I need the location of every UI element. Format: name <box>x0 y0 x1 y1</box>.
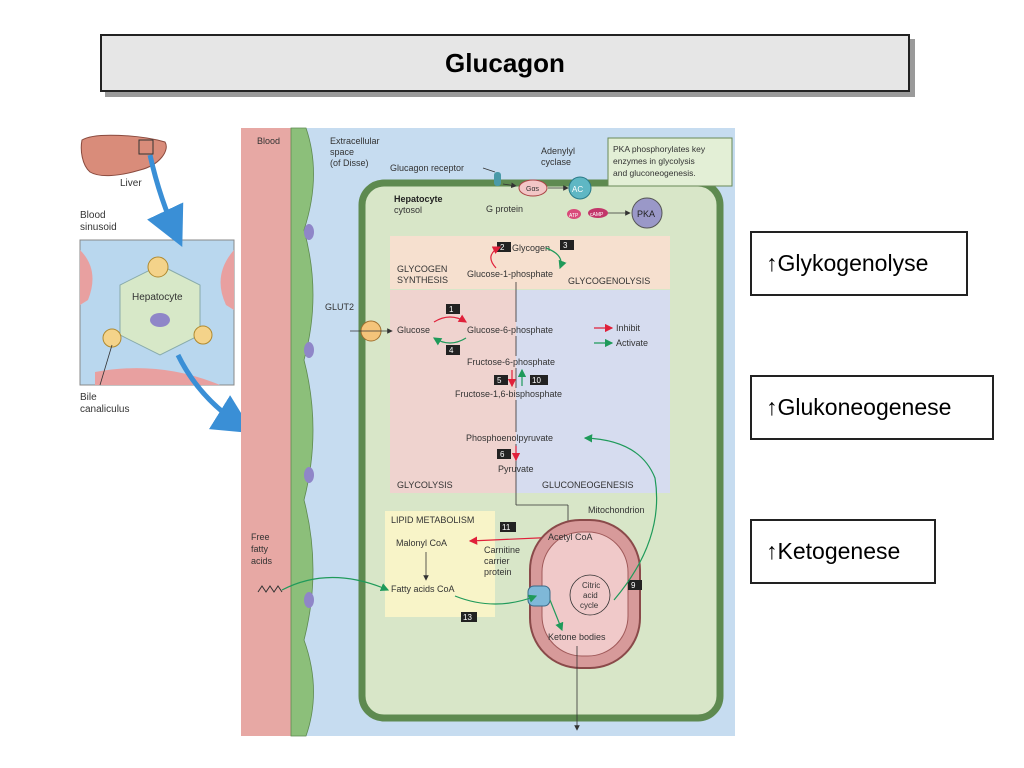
extracellular-label: Extracellular <box>330 136 380 146</box>
lipid-metabolism-label: LIPID METABOLISM <box>391 515 474 525</box>
protein-label: protein <box>484 567 512 577</box>
step-1: 1 <box>449 305 454 314</box>
pka-note-1: PKA phosphorylates key <box>613 144 706 154</box>
legend-activate: Activate <box>616 338 648 348</box>
fructose-16-bisphosphate-label: Fructose-1,6-bisphosphate <box>455 389 562 399</box>
glycogenolysis-label: GLYCOGENOLYSIS <box>568 276 650 286</box>
page-title: Glucagon <box>445 47 565 78</box>
step-13: 13 <box>463 613 472 622</box>
step-5: 5 <box>497 376 502 385</box>
ketone-bodies-label: Ketone bodies <box>548 632 606 642</box>
blood-label: Blood <box>257 136 280 146</box>
pka-note-2: enzymes in glycolysis <box>613 156 695 166</box>
step-3: 3 <box>563 241 568 250</box>
hepatocyte-label: Hepatocyte <box>394 194 443 204</box>
blood-sinusoid-label-2: sinusoid <box>80 222 117 233</box>
acids-label: acids <box>251 556 273 566</box>
main-diagram: Blood Extracellular space (of Disse) Hep… <box>241 127 735 737</box>
glycolysis-label: GLYCOLYSIS <box>397 480 453 490</box>
gluconeogenesis-label: GLUCONEOGENESIS <box>542 480 634 490</box>
step-6: 6 <box>500 450 505 459</box>
gs-label: Gαs <box>526 186 539 193</box>
pep-label: Phosphoenolpyruvate <box>466 433 553 443</box>
acid-label: acid <box>583 591 598 600</box>
glucose-1-phosphate-label: Glucose-1-phosphate <box>467 269 553 279</box>
effect-ketogenesis: ↑Ketogenese <box>750 519 936 584</box>
bile-label-2: canaliculus <box>80 404 129 415</box>
effect-label: ↑Glukoneogenese <box>766 394 952 420</box>
step-10: 10 <box>532 376 541 385</box>
glucose-6-phosphate-label: Glucose-6-phosphate <box>467 325 553 335</box>
fatty-label: fatty <box>251 544 269 554</box>
liver-inset: Liver Blood sinusoid Hepatocyte Bile can… <box>79 134 254 434</box>
acetyl-coa-label: Acetyl CoA <box>548 532 593 542</box>
malonyl-coa-label: Malonyl CoA <box>396 538 447 548</box>
glucagon-receptor-icon <box>494 172 501 186</box>
glucagon-receptor-label: Glucagon receptor <box>390 163 464 173</box>
carnitine-label: Carnitine <box>484 545 520 555</box>
liver-label: Liver <box>120 178 142 189</box>
step-2: 2 <box>500 243 505 252</box>
ac-label: AC <box>572 185 583 194</box>
cycle-label: cycle <box>580 601 599 610</box>
step-4: 4 <box>449 346 454 355</box>
zoom-arrow-2 <box>175 353 254 434</box>
atp-label: ATP <box>569 213 579 219</box>
carnitine-carrier-icon <box>527 585 551 607</box>
glycogen-synthesis-label-2: SYNTHESIS <box>397 275 448 285</box>
cyclase-label: cyclase <box>541 157 571 167</box>
cytosol-label: cytosol <box>394 205 422 215</box>
camp-label: cAMP <box>590 212 604 218</box>
fatty-acids-coa-label: Fatty acids CoA <box>391 584 455 594</box>
citric-label: Citric <box>582 581 600 590</box>
effect-gluconeogenesis: ↑Glukoneogenese <box>750 375 994 440</box>
zoom-arrow-1 <box>147 154 184 248</box>
liver-icon <box>80 134 167 177</box>
glucose-label: Glucose <box>397 325 430 335</box>
title-box: Glucagon <box>100 34 910 92</box>
effect-label: ↑Ketogenese <box>766 538 901 564</box>
carrier-label: carrier <box>484 556 510 566</box>
step-9: 9 <box>631 581 636 590</box>
adenylyl-label: Adenylyl <box>541 146 575 156</box>
step-11: 11 <box>502 523 511 532</box>
glycogen-synthesis-label: GLYCOGEN <box>397 264 447 274</box>
glycogen-label: Glycogen <box>512 243 550 253</box>
effect-label: ↑Glykogenolyse <box>766 250 929 276</box>
blood-sinusoid-label: Blood <box>80 210 106 221</box>
extracellular-label-2: space <box>330 147 354 157</box>
fructose-6-phosphate-label: Fructose-6-phosphate <box>467 357 555 367</box>
pka-label: PKA <box>637 209 655 219</box>
bile-label: Bile <box>80 392 97 403</box>
free-label: Free <box>251 532 270 542</box>
pyruvate-label: Pyruvate <box>498 464 534 474</box>
effect-glycogenolysis: ↑Glykogenolyse <box>750 231 968 296</box>
pka-note-3: and gluconeogenesis. <box>613 168 696 178</box>
glut2-label: GLUT2 <box>325 302 354 312</box>
g-protein-label: G protein <box>486 204 523 214</box>
extracellular-label-3: (of Disse) <box>330 158 369 168</box>
mitochondrion-label: Mitochondrion <box>588 505 645 515</box>
inset-hepatocyte-label: Hepatocyte <box>132 292 183 303</box>
legend-inhibit: Inhibit <box>616 323 641 333</box>
